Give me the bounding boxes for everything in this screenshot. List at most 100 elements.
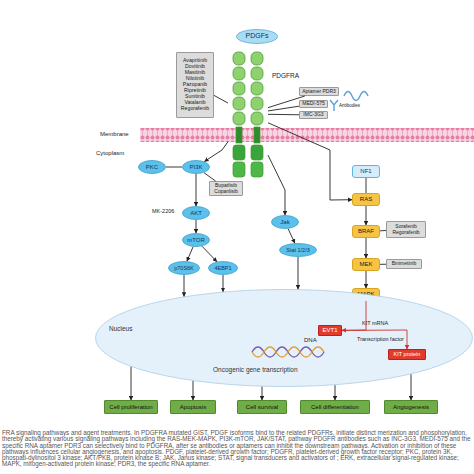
- oval-shape: [209, 262, 238, 275]
- signal-arrow: [131, 367, 132, 400]
- edge-label: KIT mRNA: [362, 320, 388, 326]
- drug-box: MEDI-575: [299, 100, 328, 108]
- protein-oval: PKC: [138, 160, 166, 174]
- node-heading: Nucleus: [109, 325, 132, 332]
- signal-arrow: [366, 271, 367, 288]
- node-heading: Oncogenic gene transcription: [213, 366, 298, 373]
- inhibition-line: [366, 178, 367, 193]
- node-label: BRAF: [358, 228, 374, 235]
- node-label: Sorafenib Regorafenib: [388, 224, 424, 236]
- red-factor-box: KIT protein: [388, 349, 426, 360]
- signal-arrow: [184, 275, 185, 296]
- signal-arrow: [223, 275, 224, 292]
- node-label: Jak: [280, 219, 289, 226]
- antibody-symbol: [330, 100, 338, 111]
- protein-oval: p70S6K: [168, 261, 200, 275]
- node-label: Stat 1/2/3: [286, 247, 310, 253]
- nucleus-ellipse: NucleusOncogenic gene transcriptionEVT1K…: [95, 289, 473, 387]
- oval-shape: [272, 216, 299, 229]
- node-label: NF1: [360, 168, 371, 175]
- protein-oval: Jak: [271, 215, 299, 229]
- signal-arrow: [288, 229, 295, 243]
- node-heading: PDGFRA: [272, 72, 299, 79]
- node-label: Cell survival: [246, 404, 278, 411]
- node-label: PI3K: [189, 164, 202, 171]
- drug-box: Aptamer PDR3: [299, 87, 339, 96]
- protein-oval: AKT: [182, 206, 210, 220]
- protein-oval: mTOR: [182, 233, 210, 247]
- protein-oval: 4EBP1: [208, 261, 238, 275]
- outcome-box: Cell differentiation: [300, 400, 370, 414]
- signal-arrow: [262, 387, 263, 400]
- signal-arrow: [268, 155, 285, 215]
- free-label: DNA: [304, 337, 317, 344]
- outcome-box: Apoptosis: [170, 400, 216, 414]
- inhibition-line: [214, 95, 228, 103]
- signal-arrow: [366, 238, 367, 258]
- node-label: p70S6K: [174, 265, 194, 271]
- outcome-box: Cell proliferation: [104, 400, 158, 414]
- signal-arrow: [366, 206, 367, 225]
- aptamer-symbol: [344, 92, 368, 101]
- oval-shape: [280, 244, 317, 257]
- drug-box: Binimetinib: [386, 259, 422, 269]
- node-label: Angiogenesis: [393, 404, 429, 411]
- signal-arrow: [298, 257, 299, 289]
- protein-oval: Stat 1/2/3: [279, 243, 317, 257]
- figure-caption: FRA signaling pathways and agent treatme…: [2, 430, 472, 468]
- drug-box: Buparlisib Copanlisib: [209, 181, 243, 196]
- outcome-box: Cell survival: [237, 400, 287, 414]
- drug-box: IMC-3G3: [299, 111, 328, 119]
- signal-arrow: [411, 374, 412, 400]
- node-label: 4EBP1: [214, 265, 231, 271]
- oval-shape: [139, 161, 166, 174]
- node-label: Cell proliferation: [109, 404, 152, 411]
- node-label: PDGFs: [246, 32, 269, 40]
- free-label: Transcription factor: [357, 336, 404, 342]
- inhibition-line: [268, 106, 299, 111]
- free-label: Antibodies: [339, 104, 360, 109]
- node-label: Buparlisib Copanlisib: [211, 183, 241, 195]
- inhibition-line: [268, 114, 299, 115]
- node-label: MEK: [359, 261, 372, 268]
- drug-list-box: Avapritinib Dovitinib Masitinib Nilotini…: [176, 52, 214, 118]
- node-label: Binimetinib: [392, 261, 416, 267]
- oval-shape: [183, 207, 210, 220]
- oval-shape: [169, 262, 200, 275]
- kinase-box: BRAF: [352, 225, 380, 238]
- drug-box: Sorafenib Regorafenib: [386, 221, 426, 238]
- outcome-box: Angiogenesis: [384, 400, 438, 414]
- kinase-box: RAS: [352, 193, 380, 206]
- node-label: MEDI-575: [302, 101, 325, 107]
- receptor-drawing: [233, 52, 263, 177]
- signal-arrow: [205, 142, 228, 162]
- node-label: PKC: [146, 164, 158, 171]
- node-label: mTOR: [187, 237, 205, 244]
- signal-arrow: [268, 123, 352, 200]
- oval-shape: [96, 290, 473, 387]
- red-factor-box: EVT1: [318, 325, 342, 336]
- node-label: RAS: [360, 196, 372, 203]
- regulator-box: NF1: [352, 165, 380, 178]
- node-label: AKT: [190, 210, 202, 217]
- oval-shape: [237, 30, 278, 44]
- signal-arrow: [193, 381, 194, 400]
- ligand-oval: PDGFs: [236, 29, 278, 44]
- node-label: Aptamer PDR3: [302, 89, 336, 95]
- node-label: Avapritinib Dovitinib Masitinib Nilotini…: [178, 58, 212, 112]
- free-label: MK-2206: [152, 208, 174, 214]
- node-label: EVT1: [322, 327, 337, 334]
- node-label: KIT protein: [394, 351, 421, 357]
- inhibition-line: [166, 167, 182, 168]
- protein-oval: PI3K: [182, 160, 210, 174]
- signal-arrow: [202, 246, 217, 261]
- signal-arrow: [335, 385, 336, 400]
- free-label: Cytoplasm: [96, 150, 124, 157]
- node-label: Apoptosis: [180, 404, 206, 411]
- signal-arrow: [187, 247, 193, 261]
- free-label: Membrane: [100, 131, 129, 138]
- node-label: IMC-3G3: [303, 112, 323, 118]
- membrane-band: [140, 128, 474, 142]
- signal-arrow: [196, 220, 197, 233]
